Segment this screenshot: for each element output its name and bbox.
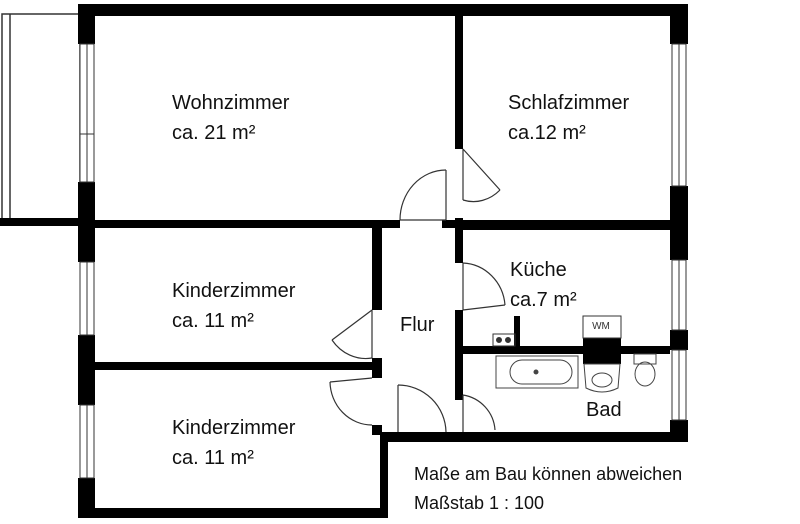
room-name: Wohnzimmer [172, 92, 290, 114]
room-name: Küche [510, 259, 567, 281]
washer-label: WM [592, 321, 610, 332]
stove-icon [492, 333, 516, 347]
room-bad: Bad [586, 395, 622, 425]
wall-left [78, 4, 95, 44]
room-wohnzimmer: Wohnzimmer ca. 21 m² [172, 88, 289, 148]
door-swing-icon [329, 377, 373, 426]
door-swing-icon [462, 148, 501, 203]
door-swing-icon [399, 169, 447, 221]
room-kinderzimmer-upper: Kinderzimmer ca. 11 m² [172, 276, 295, 336]
wall-bottom-right [380, 432, 688, 442]
bathtub-icon [495, 355, 579, 389]
walls [0, 4, 688, 518]
window-icon [79, 261, 95, 336]
room-name: Kinderzimmer [172, 280, 296, 302]
room-area: ca. 11 m² [172, 310, 254, 332]
disclaimer-note: Maße am Bau können abweichen [414, 464, 683, 484]
window-icon [671, 349, 687, 421]
window-icon [671, 43, 687, 187]
room-kinderzimmer-lower: Kinderzimmer ca. 11 m² [172, 413, 295, 473]
windows [79, 43, 687, 479]
wall-right [670, 4, 688, 44]
door-swing-icon [397, 384, 447, 433]
door-swing-icon [331, 309, 373, 360]
room-area: ca.7 m² [510, 289, 577, 311]
room-name: Kinderzimmer [172, 417, 296, 439]
door-swing-icon [462, 394, 496, 432]
window-icon [79, 404, 95, 479]
door-swing-icon [462, 262, 506, 311]
doors [329, 148, 506, 433]
room-flur: Flur [400, 310, 434, 340]
room-schlafzimmer: Schlafzimmer ca.12 m² [508, 88, 629, 148]
washing-machine-icon [582, 315, 622, 339]
balcony [1, 13, 81, 223]
wall-top [78, 4, 688, 16]
window-icon [79, 43, 95, 183]
room-area: ca.12 m² [508, 122, 586, 144]
room-area: ca. 21 m² [172, 122, 256, 144]
window-icon [671, 259, 687, 331]
room-name: Schlafzimmer [508, 92, 630, 114]
room-area: ca. 11 m² [172, 447, 254, 469]
scale-note: Maßstab 1 : 100 [414, 493, 545, 513]
room-name: Bad [586, 399, 622, 421]
sink-icon [583, 363, 621, 393]
wall-bottom-left [78, 508, 384, 518]
toilet-icon [633, 353, 657, 387]
room-name: Flur [400, 314, 435, 336]
room-kueche: Küche ca.7 m² [510, 255, 577, 315]
